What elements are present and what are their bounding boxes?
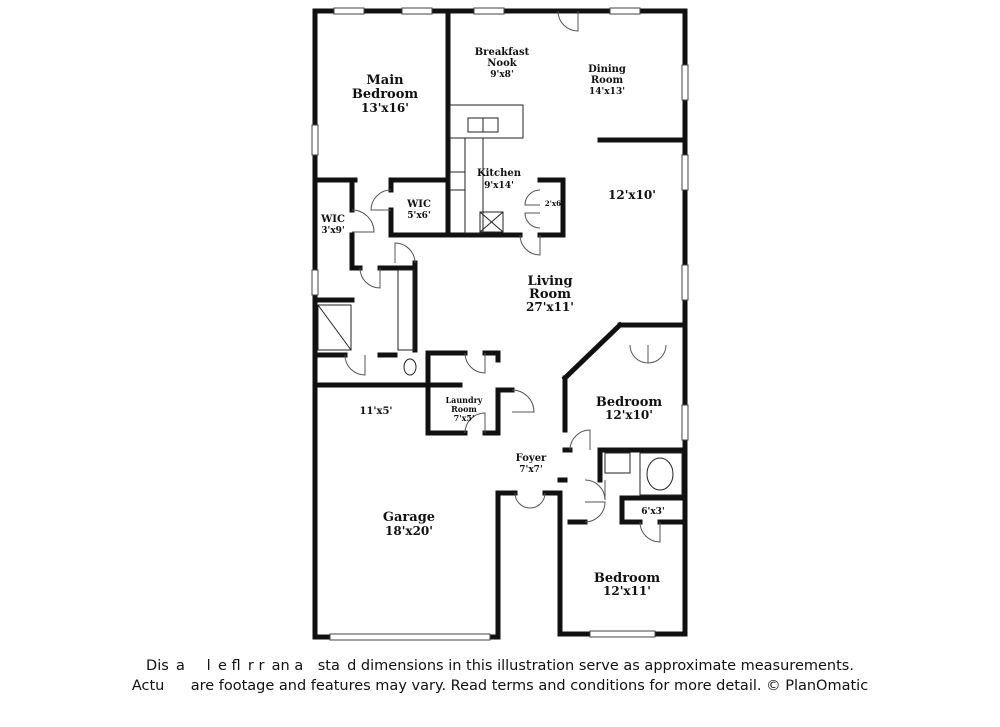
fixtures [317,104,683,496]
kitchen-name: Kitchen [477,168,522,179]
garage-name: Garage [383,510,435,525]
foyer-dim: 7'x7' [519,465,542,475]
room-labels: Breakfast Nook 9'x8' Dining Room 14'x13'… [320,47,665,598]
wic-large-dim: 5'x6' [407,211,430,221]
bedroom-2-name: Bedroom [596,395,663,410]
breakfast-nook-name-1: Breakfast [475,47,530,58]
living-room-dim: 27'x11' [526,300,574,314]
main-bedroom-dim: 13'x16' [361,101,409,115]
kitchen-dim: 9'x14' [484,181,514,191]
laundry-room-name-2: Room [451,404,477,414]
dining-room-name-2: Room [591,75,624,86]
wic-large-name: WIC [406,199,431,210]
breakfast-nook-name-2: Nook [487,58,517,69]
windows [311,7,689,641]
foyer-name: Foyer [516,453,547,464]
wic-small-dim: 3'x9' [321,226,344,236]
dining-room-dim: 14'x13' [589,87,625,97]
laundry-room-name-1: Laundry [446,395,483,405]
living-room-name-1: Living [527,274,572,289]
bath-area-dim: 11'x5' [360,406,393,417]
bedroom-2-dim: 12'x10' [605,408,653,422]
floor-plan: Breakfast Nook 9'x8' Dining Room 14'x13'… [311,7,689,641]
dining-room-name-1: Dining [588,64,626,75]
main-bedroom-name-1: Main [366,73,404,88]
garage-dim: 18'x20' [385,524,433,538]
disclaimer-line-1: Dis a l e fl r r an a sta d dimensions i… [146,658,854,674]
doors [344,10,667,543]
wic-small-name: WIC [320,214,345,225]
flex-room-dim: 12'x10' [608,188,656,202]
interior-walls [315,8,688,525]
breakfast-nook-dim: 9'x8' [490,70,513,80]
disclaimer-line-2: Actu are footage and features may vary. … [131,678,869,694]
bedroom-3-name: Bedroom [594,571,661,586]
closet-dim: 6'x3' [641,507,664,517]
bedroom-3-dim: 12'x11' [603,584,651,598]
living-room-name-2: Room [529,287,571,302]
disclaimer: Dis a l e fl r r an a sta d dimensions i… [0,656,1000,696]
laundry-room-dim: 7'x5' [454,413,475,423]
main-bedroom-name-2: Bedroom [352,87,419,102]
pantry-dim: 2'x6' [545,199,563,208]
